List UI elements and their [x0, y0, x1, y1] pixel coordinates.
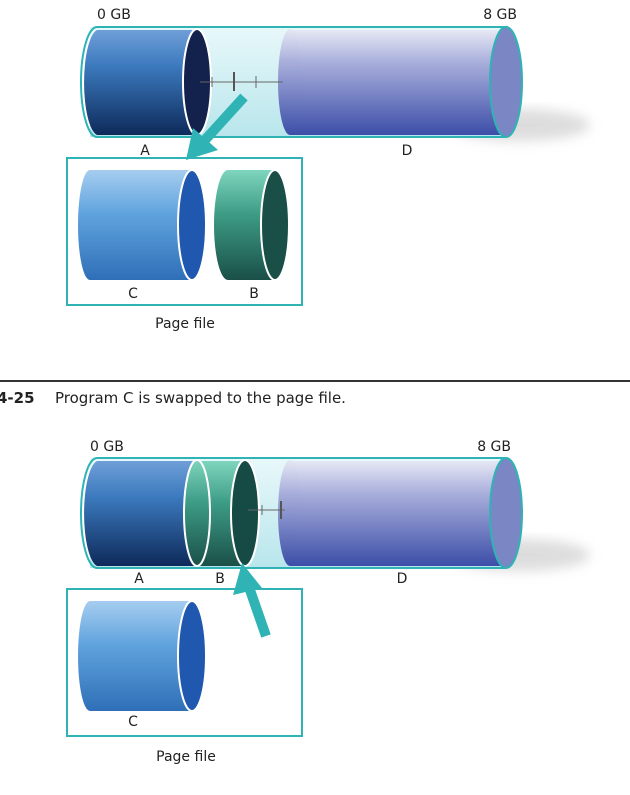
figure-top: 0 GB 8 GB A D — [66, 7, 590, 332]
program-c-cylinder — [78, 169, 207, 281]
program-a-block — [84, 30, 197, 135]
label-b: B — [215, 571, 225, 587]
swap-out-arrow — [186, 93, 248, 160]
page-file-box — [66, 157, 303, 306]
scale-start-label: 0 GB — [97, 7, 131, 23]
scale-end-label: 8 GB — [483, 7, 517, 23]
page-file-label: Page file — [156, 749, 216, 765]
label-d: D — [402, 143, 413, 159]
tube-end-cap — [489, 26, 523, 138]
program-b-cylinder — [214, 169, 290, 281]
program-d-block — [290, 461, 506, 566]
label-c: C — [128, 286, 138, 302]
label-d: D — [397, 571, 408, 587]
page-file-box — [66, 588, 303, 737]
tube-end-cap — [489, 457, 523, 569]
figure-caption: Program C is swapped to the page file. — [55, 389, 346, 407]
label-b: B — [249, 286, 259, 302]
swap-in-arrow — [233, 563, 271, 638]
label-a: A — [140, 143, 150, 159]
figure-number: 4-25 — [0, 389, 35, 407]
program-a-block — [84, 461, 197, 566]
scale-start-label: 0 GB — [90, 439, 124, 455]
program-d-block — [290, 30, 506, 135]
label-a: A — [134, 571, 144, 587]
program-b-block — [183, 459, 260, 567]
label-c: C — [128, 714, 138, 730]
scale-end-label: 8 GB — [477, 439, 511, 455]
figure-bottom: 0 GB 8 GB A B D C Page file — [66, 439, 590, 765]
program-c-cylinder — [78, 600, 207, 712]
page-file-label: Page file — [155, 316, 215, 332]
